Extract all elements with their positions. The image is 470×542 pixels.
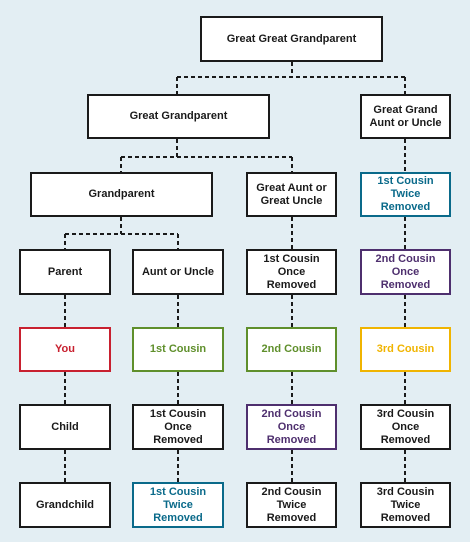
node-great-great-grandparent: Great Great Grandparent	[200, 16, 383, 62]
node-second-cousin-once-removed-top: 2nd Cousin Once Removed	[360, 249, 451, 295]
node-aunt-or-uncle: Aunt or Uncle	[132, 249, 224, 295]
node-second-cousin-twice-removed: 2nd Cousin Twice Removed	[246, 482, 337, 528]
node-first-cousin-twice-removed-bottom: 1st Cousin Twice Removed	[132, 482, 224, 528]
node-first-cousin-twice-removed-top: 1st Cousin Twice Removed	[360, 172, 451, 217]
node-great-aunt-or-great-uncle: Great Aunt or Great Uncle	[246, 172, 337, 217]
node-great-grand-aunt-or-uncle: Great Grand Aunt or Uncle	[360, 94, 451, 139]
node-third-cousin-once-removed: 3rd Cousin Once Removed	[360, 404, 451, 450]
node-first-cousin: 1st Cousin	[132, 327, 224, 372]
node-parent: Parent	[19, 249, 111, 295]
node-grandparent: Grandparent	[30, 172, 213, 217]
node-grandchild: Grandchild	[19, 482, 111, 528]
node-second-cousin: 2nd Cousin	[246, 327, 337, 372]
node-you: You	[19, 327, 111, 372]
node-child: Child	[19, 404, 111, 450]
node-great-grandparent: Great Grandparent	[87, 94, 270, 139]
node-third-cousin-twice-removed: 3rd Cousin Twice Removed	[360, 482, 451, 528]
node-third-cousin: 3rd Cousin	[360, 327, 451, 372]
node-first-cousin-once-removed-bottom: 1st Cousin Once Removed	[132, 404, 224, 450]
node-first-cousin-once-removed-top: 1st Cousin Once Removed	[246, 249, 337, 295]
node-second-cousin-once-removed-bottom: 2nd Cousin Once Removed	[246, 404, 337, 450]
